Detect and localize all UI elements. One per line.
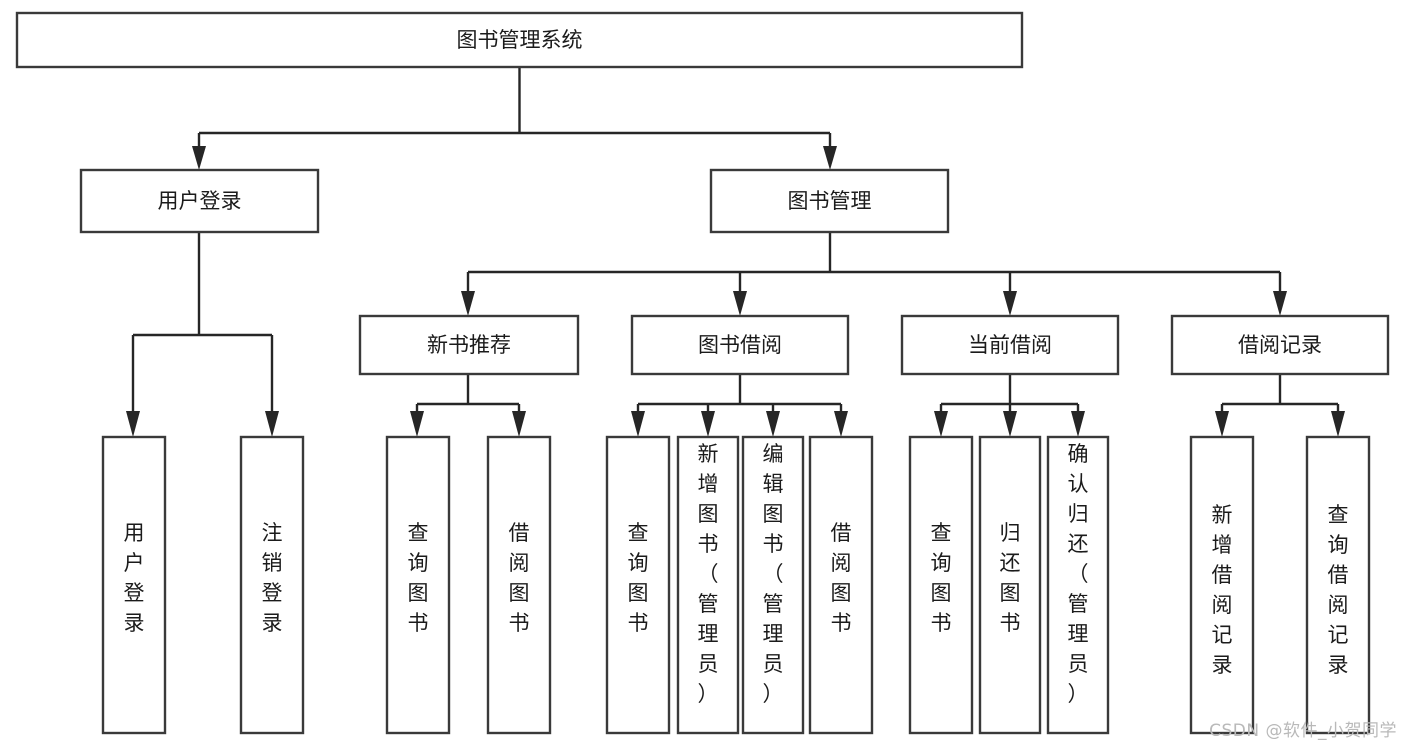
node-current-borrow[interactable]: 当前借阅 — [900, 314, 1120, 376]
node-user-login-label: 用户登录 — [158, 189, 242, 213]
arrowhead-currentborrow-leaf-1 — [934, 411, 948, 437]
node-leaf-bookborrow-edit-label: 编辑图书（管理员） — [763, 442, 784, 706]
node-leaf-currentborrow-query-label: 查询图书 — [931, 521, 952, 635]
node-borrow-record-label: 借阅记录 — [1238, 333, 1322, 357]
node-leaf-bookborrow-query-label: 查询图书 — [628, 521, 649, 635]
arrowhead-new-book — [461, 291, 475, 316]
node-user-login[interactable]: 用户登录 — [79, 168, 320, 234]
node-leaf-bookborrow-add-box[interactable] — [676, 435, 740, 735]
arrowhead-currentborrow-leaf-3 — [1071, 411, 1085, 437]
node-leaf-currentborrow-return-label: 归还图书 — [1000, 521, 1021, 635]
node-leaf-newbook-borrow[interactable]: 借阅图书 — [486, 435, 552, 735]
node-leaf-user-login-box[interactable] — [101, 435, 167, 735]
arrowhead-bookborrow-leaf-3 — [766, 411, 780, 437]
arrowhead-borrowrecord-leaf-1 — [1215, 411, 1229, 437]
node-leaf-currentborrow-confirm-label: 确认归还（管理员） — [1068, 442, 1089, 706]
node-leaf-logout-box[interactable] — [239, 435, 305, 735]
node-root-box[interactable] — [15, 11, 1024, 69]
arrowhead-leaf-logout — [265, 411, 279, 437]
node-leaf-newbook-borrow-label: 借阅图书 — [509, 521, 530, 635]
node-leaf-bookborrow-borrow-label: 借阅图书 — [831, 521, 852, 635]
node-borrow-record-box[interactable] — [1170, 314, 1390, 376]
node-leaf-currentborrow-query[interactable]: 查询图书 — [908, 435, 974, 735]
node-book-manage-box[interactable] — [709, 168, 950, 234]
node-leaf-borrowrecord-add[interactable]: 新增借阅记录 — [1189, 435, 1255, 735]
node-new-book-box[interactable] — [358, 314, 580, 376]
arrowhead-bookborrow-leaf-2 — [701, 411, 715, 437]
arrowhead-currentborrow-leaf-2 — [1003, 411, 1017, 437]
arrowhead-book-borrow — [733, 291, 747, 316]
node-borrow-record[interactable]: 借阅记录 — [1170, 314, 1390, 376]
arrowhead-book-manage — [823, 146, 837, 170]
node-leaf-currentborrow-return-box[interactable] — [978, 435, 1042, 735]
connector-group — [126, 67, 1345, 437]
node-book-borrow[interactable]: 图书借阅 — [630, 314, 850, 376]
arrowhead-current-borrow — [1003, 291, 1017, 316]
arrowhead-borrowrecord-leaf-2 — [1331, 411, 1345, 437]
node-new-book[interactable]: 新书推荐 — [358, 314, 580, 376]
node-book-borrow-label: 图书借阅 — [698, 333, 782, 357]
arrowhead-leaf-user-login — [126, 411, 140, 437]
node-new-book-label: 新书推荐 — [427, 333, 511, 357]
arrowhead-newbook-leaf-1 — [410, 411, 424, 437]
arrowhead-borrow-record — [1273, 291, 1287, 316]
node-leaf-borrowrecord-query-label: 查询借阅记录 — [1328, 503, 1349, 677]
node-leaf-bookborrow-add[interactable]: 新增图书（管理员） — [676, 435, 740, 735]
node-leaf-newbook-query[interactable]: 查询图书 — [385, 435, 451, 735]
node-leaf-logout[interactable]: 注销登录 — [239, 435, 305, 735]
node-leaf-currentborrow-confirm[interactable]: 确认归还（管理员） — [1046, 435, 1110, 735]
node-root-label: 图书管理系统 — [457, 28, 583, 52]
node-book-borrow-box[interactable] — [630, 314, 850, 376]
node-leaf-borrowrecord-add-box[interactable] — [1189, 435, 1255, 735]
node-leaf-user-login[interactable]: 用户登录 — [101, 435, 167, 735]
node-leaf-bookborrow-edit[interactable]: 编辑图书（管理员） — [741, 435, 805, 735]
node-leaf-bookborrow-edit-box[interactable] — [741, 435, 805, 735]
node-root[interactable]: 图书管理系统 — [15, 11, 1024, 69]
node-user-login-box[interactable] — [79, 168, 320, 234]
node-current-borrow-label: 当前借阅 — [968, 333, 1052, 357]
arrowhead-user-login — [192, 146, 206, 170]
node-leaf-bookborrow-add-label: 新增图书（管理员） — [698, 442, 719, 706]
arrowhead-newbook-leaf-2 — [512, 411, 526, 437]
node-leaf-newbook-query-box[interactable] — [385, 435, 451, 735]
node-book-manage[interactable]: 图书管理 — [709, 168, 950, 234]
node-leaf-bookborrow-query[interactable]: 查询图书 — [605, 435, 671, 735]
node-leaf-bookborrow-query-box[interactable] — [605, 435, 671, 735]
node-current-borrow-box[interactable] — [900, 314, 1120, 376]
node-leaf-currentborrow-confirm-box[interactable] — [1046, 435, 1110, 735]
arrowhead-bookborrow-leaf-1 — [631, 411, 645, 437]
node-leaf-bookborrow-borrow[interactable]: 借阅图书 — [808, 435, 874, 735]
node-leaf-borrowrecord-query[interactable]: 查询借阅记录 — [1305, 435, 1371, 735]
node-leaf-currentborrow-query-box[interactable] — [908, 435, 974, 735]
node-book-manage-label: 图书管理 — [788, 189, 872, 213]
node-leaf-newbook-query-label: 查询图书 — [408, 521, 429, 635]
node-leaf-logout-label: 注销登录 — [262, 521, 283, 635]
node-leaf-borrowrecord-add-label: 新增借阅记录 — [1212, 503, 1233, 677]
node-leaf-currentborrow-return[interactable]: 归还图书 — [978, 435, 1042, 735]
node-leaf-newbook-borrow-box[interactable] — [486, 435, 552, 735]
arrowhead-bookborrow-leaf-4 — [834, 411, 848, 437]
node-leaf-bookborrow-borrow-box[interactable] — [808, 435, 874, 735]
node-leaf-user-login-label: 用户登录 — [124, 521, 145, 635]
csdn-watermark: CSDN @软件_小贺同学 — [1209, 721, 1397, 741]
node-leaf-borrowrecord-query-box[interactable] — [1305, 435, 1371, 735]
